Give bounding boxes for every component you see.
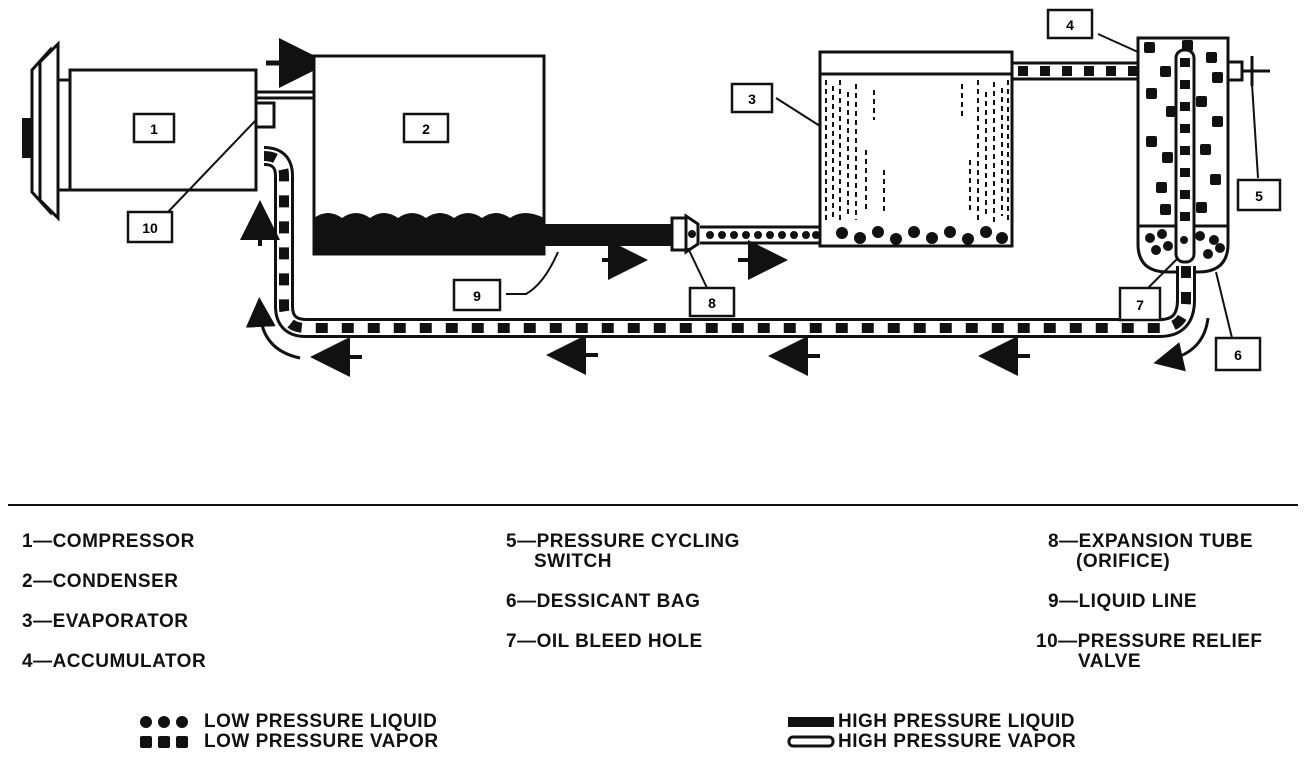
legend-item-pressure-relief-valve: 10—PRESSURE RELIEF VALVE xyxy=(1036,631,1263,672)
callout-10: 10 xyxy=(126,210,174,244)
legend-item-evaporator: 3—EVAPORATOR xyxy=(22,611,189,632)
key-high-pressure-liquid: HIGH PRESSURE LIQUID xyxy=(838,711,1075,732)
callout-4: 4 xyxy=(1046,8,1094,40)
callout-2: 2 xyxy=(402,112,450,144)
svg-text:9: 9 xyxy=(473,288,481,304)
liquid-line xyxy=(544,224,674,246)
legend-item-condenser: 2—CONDENSER xyxy=(22,571,179,592)
low-pressure-vapor-symbol xyxy=(140,736,188,748)
return-flow-arrows xyxy=(240,200,1210,377)
callout-6: 6 xyxy=(1214,336,1262,372)
callout-7: 7 xyxy=(1118,286,1162,322)
callout-8: 8 xyxy=(688,286,736,318)
legend-item-oil-bleed-hole: 7—OIL BLEED HOLE xyxy=(506,631,703,652)
evaporator-inlet-line xyxy=(700,225,822,245)
legend-item-expansion-tube: 8—EXPANSION TUBE (ORIFICE) xyxy=(1048,531,1254,572)
condenser xyxy=(312,54,546,256)
svg-text:1: 1 xyxy=(150,121,158,137)
ac-system-diagram: 1 2 3 4 5 6 7 8 9 10 xyxy=(8,8,1298,506)
accumulator xyxy=(1136,36,1230,274)
legend-item-accumulator: 4—ACCUMULATOR xyxy=(22,651,207,672)
callout-1: 1 xyxy=(132,112,176,144)
suction-line xyxy=(263,146,1196,338)
compressor-pulley xyxy=(22,40,72,222)
expansion-tube xyxy=(670,213,700,255)
svg-text:7: 7 xyxy=(1136,297,1144,313)
legend-item-dessicant-bag: 6—DESSICANT BAG xyxy=(506,591,701,612)
svg-text:4: 4 xyxy=(1066,17,1074,33)
svg-text:3: 3 xyxy=(748,91,756,107)
svg-text:2: 2 xyxy=(422,121,430,137)
key-low-pressure-liquid: LOW PRESSURE LIQUID xyxy=(204,711,438,732)
low-pressure-liquid-symbol xyxy=(140,716,188,728)
compressor-outlet-line xyxy=(256,90,314,100)
evaporator xyxy=(818,50,1014,248)
leader-lines xyxy=(167,33,1259,339)
key-low-pressure-vapor: LOW PRESSURE VAPOR xyxy=(204,731,439,752)
high-pressure-liquid-symbol xyxy=(788,717,834,727)
legend-item-pressure-cycling-switch: 5—PRESSURE CYCLING SWITCH xyxy=(506,531,740,572)
legend-item-liquid-line: 9—LIQUID LINE xyxy=(1048,591,1198,612)
key-high-pressure-vapor: HIGH PRESSURE VAPOR xyxy=(838,731,1077,752)
low-pressure-key-symbols xyxy=(140,716,188,748)
callout-3: 3 xyxy=(730,82,774,114)
high-pressure-key-symbols xyxy=(787,717,835,748)
legend-item-compressor: 1—COMPRESSOR xyxy=(22,531,195,552)
svg-text:6: 6 xyxy=(1234,347,1242,363)
pressure-cycling-switch xyxy=(1226,56,1270,86)
pressure-relief-valve xyxy=(254,101,276,129)
high-pressure-vapor-symbol xyxy=(787,735,835,748)
svg-text:5: 5 xyxy=(1255,188,1263,204)
callout-9: 9 xyxy=(452,278,502,312)
svg-text:10: 10 xyxy=(142,220,158,236)
svg-text:8: 8 xyxy=(708,295,716,311)
callout-5: 5 xyxy=(1236,178,1282,212)
